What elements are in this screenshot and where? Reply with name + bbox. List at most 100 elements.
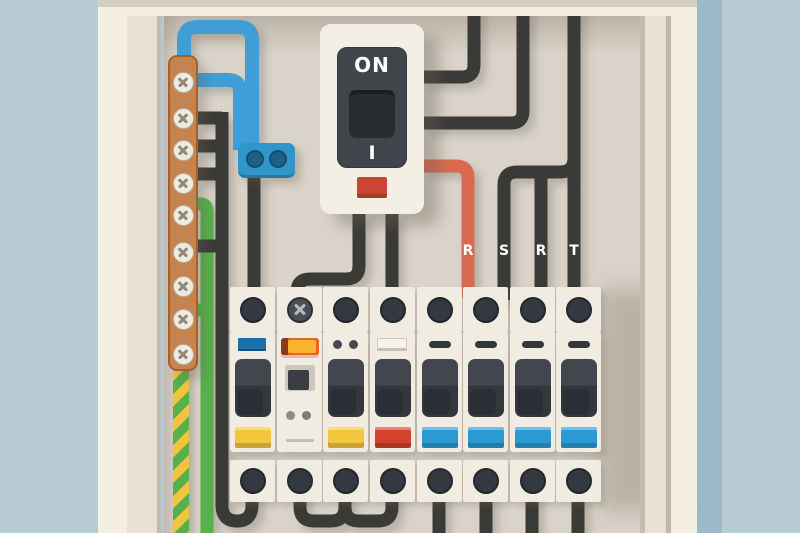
breaker-indicator-window bbox=[377, 338, 407, 351]
rcd-lever[interactable] bbox=[280, 338, 319, 355]
breaker-toggle-nub bbox=[329, 389, 356, 415]
bottom-terminal-block bbox=[323, 460, 368, 502]
top-terminal-block bbox=[370, 287, 415, 332]
breaker-1 bbox=[230, 331, 275, 452]
terminal-pin bbox=[472, 296, 499, 323]
bus-screw bbox=[173, 205, 194, 226]
breaker-toggle[interactable] bbox=[560, 359, 597, 417]
indicator-dot bbox=[349, 340, 358, 349]
breaker-indicator-dash bbox=[521, 341, 544, 348]
rcd-test-button[interactable] bbox=[284, 365, 315, 391]
frame-top-edge bbox=[98, 0, 697, 7]
terminal-pin bbox=[332, 468, 359, 494]
phase-branch-s bbox=[497, 157, 581, 300]
bus-screw bbox=[173, 309, 194, 330]
bus-screw bbox=[173, 276, 194, 297]
terminal-pin bbox=[239, 296, 266, 323]
breaker-toggle-nub bbox=[423, 389, 450, 415]
ground-wire-striped bbox=[173, 356, 189, 533]
breaker-8 bbox=[556, 331, 601, 452]
main-switch-rocker[interactable] bbox=[349, 90, 395, 138]
top-terminal-block bbox=[417, 287, 462, 332]
bottom-terminal-block bbox=[370, 460, 415, 502]
breaker-toggle[interactable] bbox=[514, 359, 551, 417]
rcd-dot bbox=[302, 411, 311, 420]
phase-label-s: S bbox=[498, 243, 510, 259]
breaker-toggle[interactable] bbox=[421, 359, 458, 417]
indicator-dot bbox=[333, 340, 342, 349]
breaker-toggle[interactable] bbox=[327, 359, 364, 417]
terminal-pin bbox=[239, 468, 266, 494]
top-terminal-block bbox=[323, 287, 368, 332]
bus-screw bbox=[173, 173, 194, 194]
bus-screw bbox=[173, 108, 194, 129]
breaker-rating-label bbox=[374, 427, 411, 448]
neutral-arch-wire bbox=[177, 20, 259, 150]
connector-hole bbox=[246, 150, 264, 168]
bottom-terminal-block bbox=[230, 460, 275, 502]
main-switch-red-indicator bbox=[357, 177, 387, 198]
bus-screw bbox=[173, 140, 194, 161]
bus-screw bbox=[173, 242, 194, 263]
switch-output-wire-left bbox=[290, 214, 366, 300]
bottom-terminal-block bbox=[463, 460, 508, 502]
frame-right bbox=[671, 0, 697, 533]
main-switch-position-mark: I bbox=[368, 142, 376, 164]
terminal-pin bbox=[426, 468, 453, 494]
breaker-4 bbox=[370, 331, 415, 452]
bottom-terminal-block bbox=[510, 460, 555, 502]
frame-left-inner bbox=[127, 0, 157, 533]
breaker-6 bbox=[463, 331, 508, 452]
breaker-toggle-nub bbox=[236, 389, 263, 415]
terminal-pin bbox=[519, 296, 546, 323]
wall-shade-strip bbox=[697, 0, 722, 533]
breaker-rating-label bbox=[514, 427, 551, 448]
breaker-rating-label bbox=[560, 427, 597, 448]
frame-right-seam bbox=[640, 0, 645, 533]
breaker-toggle-nub bbox=[516, 389, 543, 415]
breaker-toggle[interactable] bbox=[374, 359, 411, 417]
breaker-indicator-dash bbox=[474, 341, 497, 348]
terminal-pin bbox=[426, 296, 453, 323]
breaker-toggle-nub bbox=[376, 389, 403, 415]
phase-label-t: T bbox=[569, 243, 579, 259]
main-switch-on-label: ON bbox=[354, 53, 390, 77]
terminal-pin bbox=[565, 468, 592, 494]
terminal-pin bbox=[379, 468, 406, 494]
phase-label-r1: R bbox=[462, 243, 474, 259]
breaker-7 bbox=[510, 331, 555, 452]
terminal-pin bbox=[379, 296, 406, 323]
supply-wire-left bbox=[424, 0, 481, 84]
rcd-marking-line bbox=[285, 439, 314, 442]
neutral-hook-wire bbox=[197, 73, 247, 150]
terminal-pin bbox=[286, 468, 313, 494]
bottom-terminal-block bbox=[417, 460, 462, 502]
ground-wire-solid bbox=[197, 197, 214, 533]
terminal-screw bbox=[286, 296, 313, 323]
terminal-pin bbox=[332, 296, 359, 323]
breaker-toggle[interactable] bbox=[467, 359, 504, 417]
phase-wire-red bbox=[424, 159, 475, 298]
breaker-rating-label bbox=[234, 427, 271, 448]
frame-left bbox=[98, 0, 127, 533]
top-terminal-block bbox=[230, 287, 275, 332]
supply-wire-mid bbox=[424, 0, 530, 130]
breaker-toggle-nub bbox=[562, 389, 589, 415]
breaker-2 bbox=[277, 331, 322, 452]
breaker-toggle-nub bbox=[469, 389, 496, 415]
rcd-dot bbox=[286, 411, 295, 420]
bottom-terminal-block bbox=[277, 460, 322, 502]
breaker-5 bbox=[417, 331, 462, 452]
neutral-terminal-connector bbox=[238, 143, 295, 178]
rcd-test-button-face bbox=[287, 370, 309, 390]
terminal-pin bbox=[565, 296, 592, 323]
breaker-toggle[interactable] bbox=[234, 359, 271, 417]
breaker-indicator-dash bbox=[428, 341, 451, 348]
terminal-pin bbox=[519, 468, 546, 494]
bus-screw bbox=[173, 344, 194, 365]
main-switch: ON I bbox=[320, 24, 424, 214]
frame-top bbox=[98, 7, 697, 16]
connector-hole bbox=[269, 150, 287, 168]
